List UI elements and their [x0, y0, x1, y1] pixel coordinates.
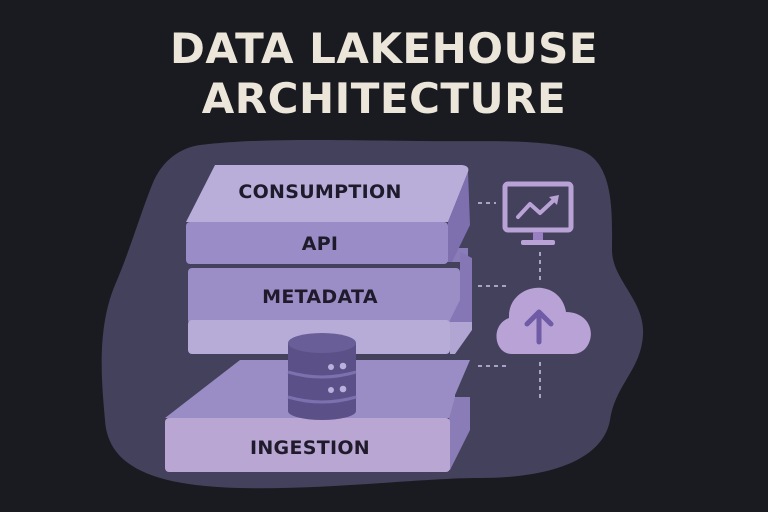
consumption-layer [186, 165, 470, 264]
layer-label-consumption: CONSUMPTION [238, 181, 402, 203]
layer-label-ingestion: INGESTION [249, 437, 370, 459]
connector-lines [478, 202, 541, 398]
monitor-chart-icon [502, 181, 574, 245]
title-line-1: DATA LAKEHOUSE [169, 24, 599, 73]
layer-label-metadata: METADATA [262, 286, 378, 308]
database-icon [287, 333, 357, 420]
title-line-2: ARCHITECTURE [201, 74, 567, 123]
cloud-upload-icon [496, 287, 591, 354]
page-title: DATA LAKEHOUSE ARCHITECTURE [0, 24, 768, 124]
layer-label-api: API [301, 233, 339, 255]
